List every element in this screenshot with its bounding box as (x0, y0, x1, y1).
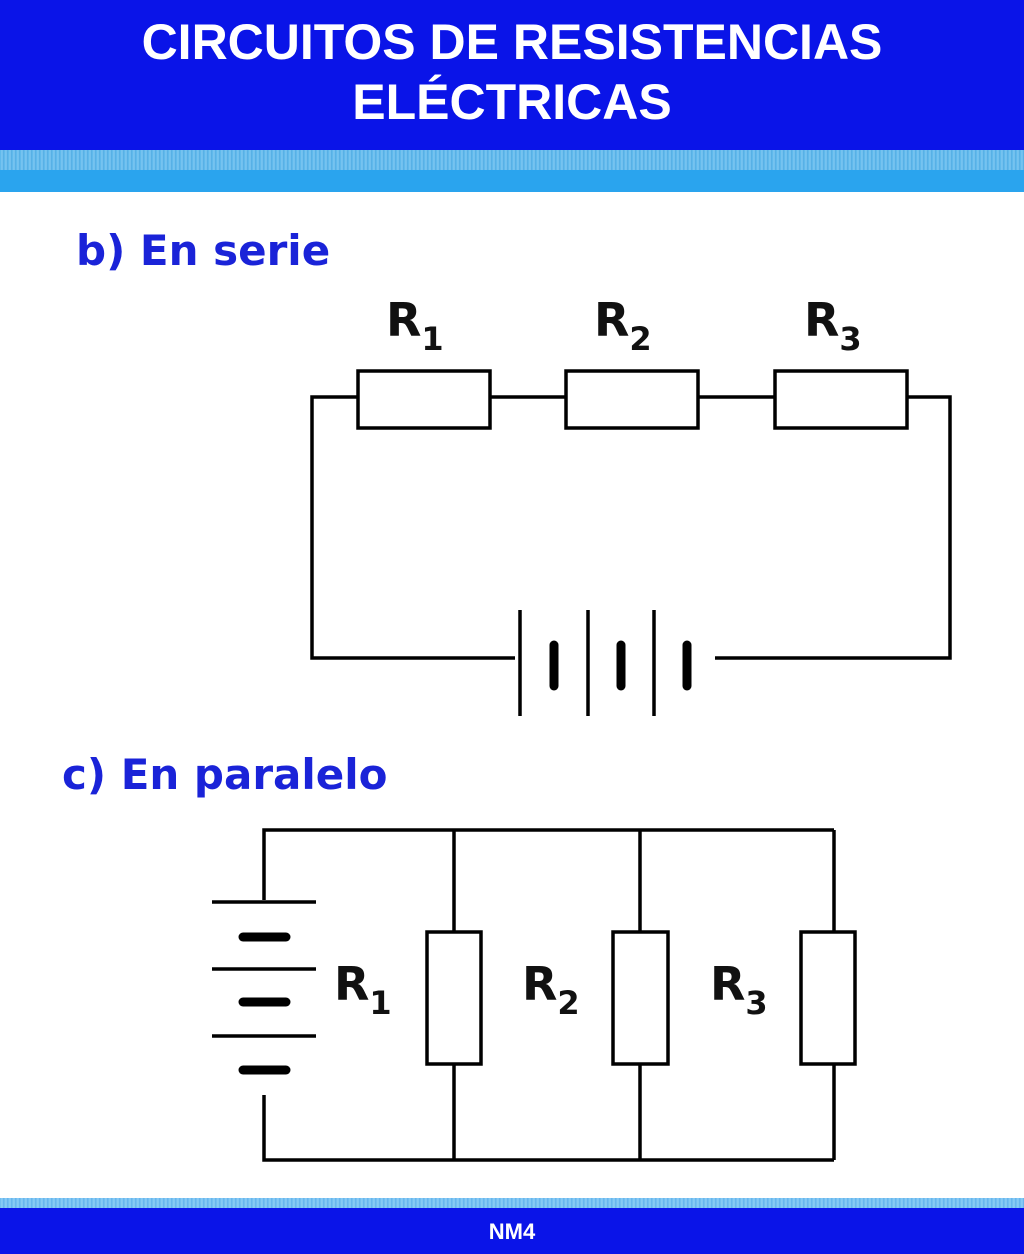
series-battery (518, 610, 692, 716)
series-label-r2: R2 (594, 293, 652, 358)
parallel-resistor-r1 (425, 930, 483, 1066)
footer-stripe (0, 1198, 1024, 1208)
series-label-r3: R3 (804, 293, 862, 358)
parallel-resistor-r3 (799, 930, 857, 1066)
parallel-label-r2: R2 (522, 957, 580, 1022)
header-bar: CIRCUITOS DE RESISTENCIAS ELÉCTRICAS (0, 0, 1024, 150)
series-wire-right (715, 395, 952, 660)
parallel-wire-top (262, 828, 834, 900)
parallel-label-r3: R3 (710, 957, 768, 1022)
series-resistor-r3 (773, 369, 909, 430)
series-circuit: R1 R2 R3 (310, 293, 952, 716)
series-label-r1: R1 (386, 293, 444, 358)
footer-bar: NM4 (0, 1208, 1024, 1254)
header-band (0, 170, 1024, 192)
parallel-resistor-r2 (611, 930, 670, 1066)
parallel-wire-bottom (262, 1095, 834, 1162)
parallel-battery (212, 900, 316, 1075)
title-line-1: CIRCUITOS DE RESISTENCIAS (141, 14, 883, 70)
parallel-circuit: R1 R2 R3 (212, 828, 857, 1162)
series-wire-left (310, 395, 515, 660)
footer-label: NM4 (488, 1219, 536, 1244)
series-resistor-r2 (564, 369, 700, 430)
series-resistor-r1 (356, 369, 492, 430)
parallel-section-label: c) En paralelo (62, 750, 388, 799)
title-line-2: ELÉCTRICAS (352, 74, 672, 130)
header-stripe (0, 150, 1024, 170)
page-title: CIRCUITOS DE RESISTENCIAS ELÉCTRICAS (0, 12, 1024, 132)
series-section-label: b) En serie (76, 226, 331, 275)
parallel-label-r1: R1 (334, 957, 392, 1022)
